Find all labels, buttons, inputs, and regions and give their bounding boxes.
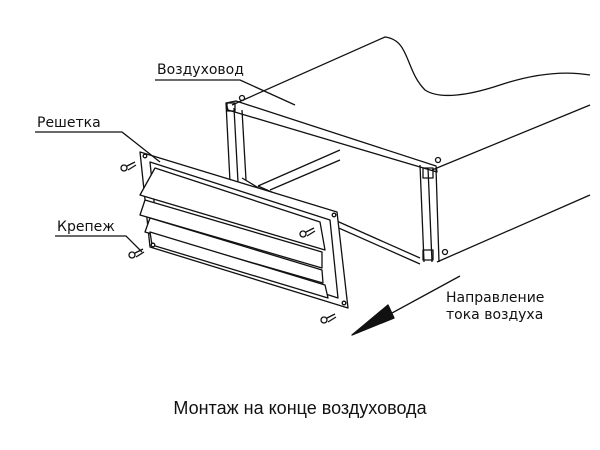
screw-icon bbox=[299, 227, 316, 238]
grille bbox=[139, 151, 349, 309]
label-airflow-line2: тока воздуха bbox=[446, 307, 544, 323]
label-fastener: Крепеж bbox=[57, 219, 115, 235]
label-grille: Решетка bbox=[37, 115, 101, 131]
bolt-icon bbox=[441, 248, 449, 256]
label-duct: Воздуховод bbox=[157, 62, 244, 78]
leader-lines bbox=[35, 79, 296, 253]
bolt-icon bbox=[434, 156, 442, 164]
bolt-icon bbox=[238, 94, 246, 102]
screws bbox=[120, 161, 337, 324]
duct-body bbox=[231, 36, 591, 263]
airflow-arrow bbox=[351, 275, 461, 336]
screw-icon bbox=[120, 161, 137, 172]
screw-icon bbox=[320, 313, 337, 324]
screw-icon bbox=[128, 248, 145, 259]
diagram-caption: Монтаж на конце воздуховода bbox=[173, 398, 427, 418]
label-airflow-line1: Направление bbox=[446, 290, 545, 306]
